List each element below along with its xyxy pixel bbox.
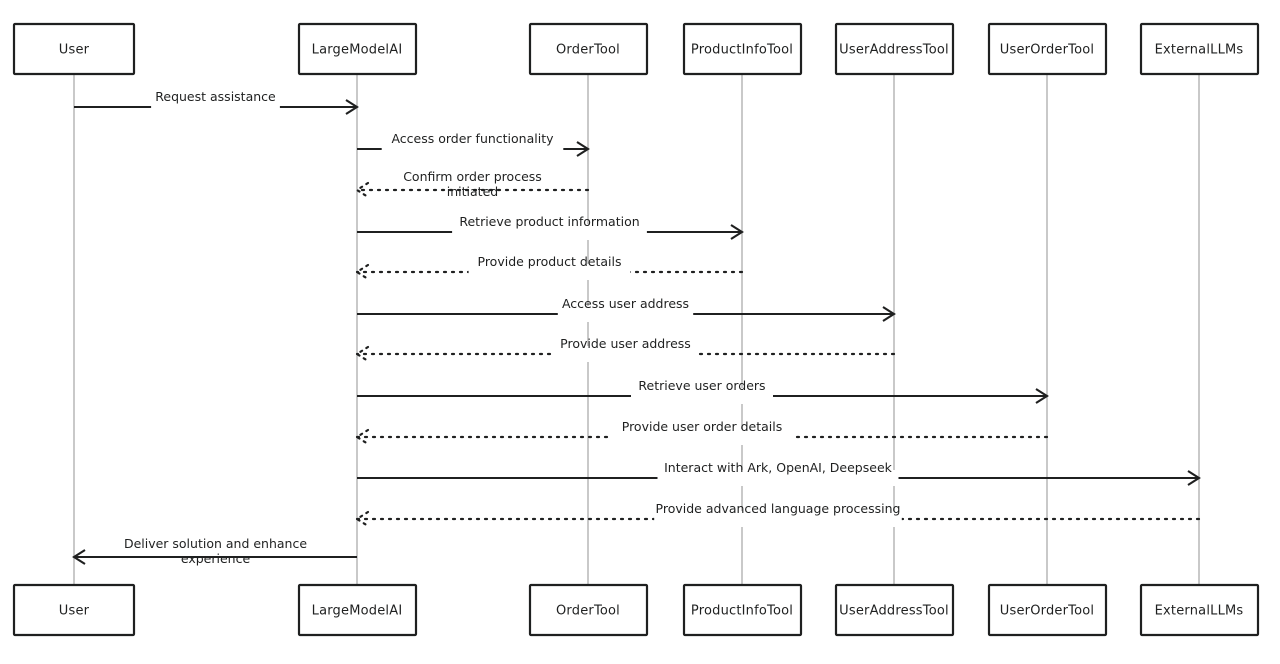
- actor-bottom-useraddress[interactable]: UserAddressTool: [834, 583, 955, 637]
- actor-bottom-productinfo[interactable]: ProductInfoTool: [682, 583, 803, 637]
- actor-box-externalllms[interactable]: [1139, 583, 1260, 637]
- message-1[interactable]: Request assistance: [74, 89, 359, 115]
- message-4[interactable]: Retrieve product information: [357, 214, 744, 240]
- message-label-9: Provide user order details: [622, 419, 783, 434]
- message-arrowhead-11: [354, 510, 370, 528]
- message-arrowhead-9: [354, 428, 370, 446]
- actor-box-ordertool[interactable]: [528, 583, 649, 637]
- message-10[interactable]: Interact with Ark, OpenAI, Deepseek: [357, 460, 1201, 486]
- actor-top-userorder[interactable]: UserOrderTool: [987, 22, 1108, 76]
- actor-label-productinfo: ProductInfoTool: [691, 604, 793, 619]
- message-label-10: Interact with Ark, OpenAI, Deepseek: [664, 460, 893, 475]
- actor-label-userorder: UserOrderTool: [1000, 43, 1094, 58]
- actor-box-userorder[interactable]: [987, 22, 1108, 76]
- message-label-bg-1: [151, 99, 280, 115]
- actor-label-externalllms: ExternalLLMs: [1155, 604, 1244, 619]
- message-label-bg-5: [468, 264, 631, 280]
- message-arrowhead-6: [882, 306, 896, 322]
- actor-box-user[interactable]: [12, 583, 136, 637]
- message-label-bg-7: [554, 346, 697, 362]
- message-arrowhead-12: [72, 549, 86, 565]
- actor-bottom-user[interactable]: User: [12, 583, 136, 637]
- actor-box-productinfo[interactable]: [682, 22, 803, 76]
- message-arrowhead-10: [1187, 470, 1201, 486]
- actor-box-ordertool[interactable]: [528, 22, 649, 76]
- message-label-11: Provide advanced language processing: [656, 501, 901, 516]
- actor-box-largemodel[interactable]: [297, 22, 418, 76]
- message-arrowhead-1: [345, 99, 359, 115]
- message-5[interactable]: Provide product details: [354, 254, 744, 281]
- actor-box-useraddress[interactable]: [834, 583, 955, 637]
- actor-box-user[interactable]: [12, 22, 136, 76]
- message-2[interactable]: Access order functionality: [357, 131, 590, 157]
- actor-top-productinfo[interactable]: ProductInfoTool: [682, 22, 803, 76]
- message-8[interactable]: Retrieve user orders: [357, 378, 1049, 404]
- actor-top-useraddress[interactable]: UserAddressTool: [834, 22, 955, 76]
- actors-bottom: User LargeModelAI OrderTool ProductInfoTool…: [12, 583, 1260, 637]
- message-arrowhead-4: [730, 224, 744, 240]
- message-label-4: Retrieve product information: [459, 214, 639, 229]
- message-arrowhead-8: [1035, 388, 1049, 404]
- message-label-6: Access user address: [562, 296, 689, 311]
- actor-box-userorder[interactable]: [987, 583, 1108, 637]
- actor-bottom-userorder[interactable]: UserOrderTool: [987, 583, 1108, 637]
- message-label-bg-10: [657, 470, 899, 486]
- lifelines-group: [73, 74, 1200, 585]
- actor-label-userorder: UserOrderTool: [1000, 604, 1094, 619]
- actor-box-useraddress[interactable]: [834, 22, 955, 76]
- message-9[interactable]: Provide user order details: [354, 419, 1049, 446]
- message-arrowhead-3: [354, 181, 370, 199]
- actor-label-largemodel: LargeModelAI: [312, 604, 403, 619]
- actor-label-user: User: [59, 604, 90, 619]
- message-label-bg-8: [631, 388, 773, 404]
- actor-bottom-externalllms[interactable]: ExternalLLMs: [1139, 583, 1260, 637]
- actor-label-externalllms: ExternalLLMs: [1155, 43, 1244, 58]
- message-label-bg-2: [381, 141, 564, 157]
- message-label-bg-9: [611, 429, 793, 445]
- actor-label-useraddress: UserAddressTool: [839, 43, 949, 58]
- actor-top-ordertool[interactable]: OrderTool: [528, 22, 649, 76]
- message-arrowhead-2: [576, 141, 590, 157]
- message-7[interactable]: Provide user address: [354, 336, 896, 363]
- message-label-5: Provide product details: [478, 254, 622, 269]
- message-label-bg-11: [654, 511, 902, 527]
- message-label-bg-6: [557, 306, 694, 322]
- actor-label-ordertool: OrderTool: [556, 43, 620, 58]
- actor-bottom-ordertool[interactable]: OrderTool: [528, 583, 649, 637]
- actor-box-externalllms[interactable]: [1139, 22, 1260, 76]
- actor-box-productinfo[interactable]: [682, 583, 803, 637]
- actor-top-user[interactable]: User: [12, 22, 136, 76]
- message-label-7: Provide user address: [560, 336, 691, 351]
- message-11[interactable]: Provide advanced language processing: [354, 501, 1201, 528]
- actor-top-externalllms[interactable]: ExternalLLMs: [1139, 22, 1260, 76]
- actor-label-productinfo: ProductInfoTool: [691, 43, 793, 58]
- message-label-8: Retrieve user orders: [638, 378, 765, 393]
- message-label-2: Access order functionality: [391, 131, 554, 146]
- actor-label-useraddress: UserAddressTool: [839, 604, 949, 619]
- message-arrowhead-7: [354, 345, 370, 363]
- message-label-1: Request assistance: [155, 89, 276, 104]
- message-label-bg-4: [452, 224, 647, 240]
- actor-box-largemodel[interactable]: [297, 583, 418, 637]
- actor-label-largemodel: LargeModelAI: [312, 43, 403, 58]
- actor-bottom-largemodel[interactable]: LargeModelAI: [297, 583, 418, 637]
- actors-top: User LargeModelAI OrderTool ProductInfoTool…: [12, 22, 1260, 76]
- actor-top-largemodel[interactable]: LargeModelAI: [297, 22, 418, 76]
- actor-label-ordertool: OrderTool: [556, 604, 620, 619]
- actor-label-user: User: [59, 43, 90, 58]
- message-arrowhead-5: [354, 263, 370, 281]
- message-6[interactable]: Access user address: [357, 296, 896, 322]
